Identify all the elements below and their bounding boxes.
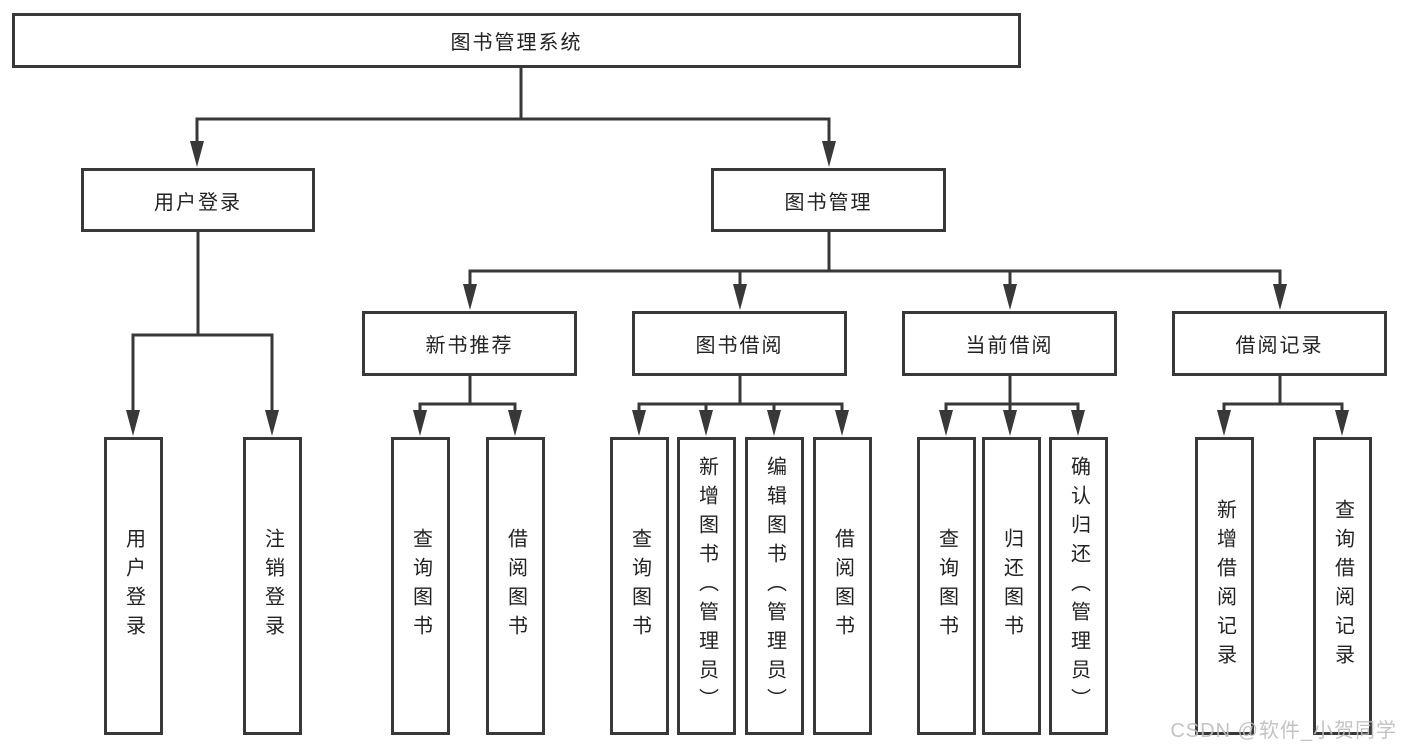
node-label: 图书管理系统 [450,32,583,54]
csdn-watermark: CSDN @软件_小贺同学 [1170,720,1397,742]
connector-line [418,402,517,413]
node-label: 当前借阅 [965,335,1054,357]
node-label: 注销登录 [261,528,284,644]
leaf-add-book-admin: 新增图书（管理员） [677,437,736,735]
leaf-user-login: 用户登录 [104,437,163,735]
leaf-query-books-borrowing: 查询图书 [610,437,669,735]
leaf-query-books-current: 查询图书 [917,437,976,735]
node-book-management: 图书管理 [711,168,946,232]
node-label: 新增借阅记录 [1213,499,1236,673]
arrow-head [699,410,713,436]
connector-line [131,333,274,413]
arrow-head [1071,410,1085,436]
arrow-head [190,141,204,167]
arrow-head [632,410,646,436]
arrow-head [1003,410,1017,436]
arrow-head [1003,284,1017,310]
arrow-head [733,284,747,310]
connector-line [468,269,1282,288]
node-label: 确认归还（管理员） [1067,455,1090,717]
leaf-borrow-books-recommend: 借阅图书 [486,437,545,735]
node-label: 查询借阅记录 [1331,499,1354,673]
arrow-head [1217,410,1231,436]
node-new-book-recommendation: 新书推荐 [362,311,577,376]
connector-line [944,402,1080,413]
connector-line [1222,402,1344,413]
arrow-head [463,284,477,310]
node-label: 借阅图书 [504,528,527,644]
arrow-head [822,141,836,167]
node-label: 借阅图书 [831,528,854,644]
arrow-head [767,410,781,436]
leaf-edit-book-admin: 编辑图书（管理员） [745,437,804,735]
arrow-head [413,410,427,436]
leaf-borrow-books-borrowing: 借阅图书 [813,437,872,735]
arrow-head [835,410,849,436]
node-label: 用户登录 [122,528,145,644]
node-label: 查询图书 [409,528,432,644]
node-label: 借阅记录 [1235,335,1324,357]
node-user-login: 用户登录 [81,168,315,232]
arrow-head [508,410,522,436]
connector-line [195,117,831,145]
node-label: 查询图书 [628,528,651,644]
node-label: 编辑图书（管理员） [763,455,786,717]
node-label: 查询图书 [935,528,958,644]
leaf-query-books-recommend: 查询图书 [391,437,450,735]
arrow-head [1335,410,1349,436]
arrow-head [939,410,953,436]
leaf-return-books: 归还图书 [982,437,1041,735]
leaf-confirm-return-admin: 确认归还（管理员） [1049,437,1108,735]
node-book-borrowing: 图书借阅 [632,311,847,376]
leaf-query-borrow-record: 查询借阅记录 [1313,437,1372,735]
arrow-head [1273,284,1287,310]
node-label: 图书借阅 [695,335,784,357]
node-library-management-system: 图书管理系统 [12,13,1021,68]
node-label: 新书推荐 [425,335,514,357]
node-label: 归还图书 [1000,528,1023,644]
arrow-head [265,410,279,436]
node-label: 用户登录 [154,191,242,214]
leaf-logout: 注销登录 [243,437,302,735]
node-label: 图书管理 [784,191,873,214]
connector-line [637,402,844,413]
arrow-head [126,410,140,436]
node-current-borrowing: 当前借阅 [902,311,1117,376]
node-borrowing-records: 借阅记录 [1172,311,1387,376]
leaf-add-borrow-record: 新增借阅记录 [1195,437,1254,735]
node-label: 新增图书（管理员） [695,455,718,717]
